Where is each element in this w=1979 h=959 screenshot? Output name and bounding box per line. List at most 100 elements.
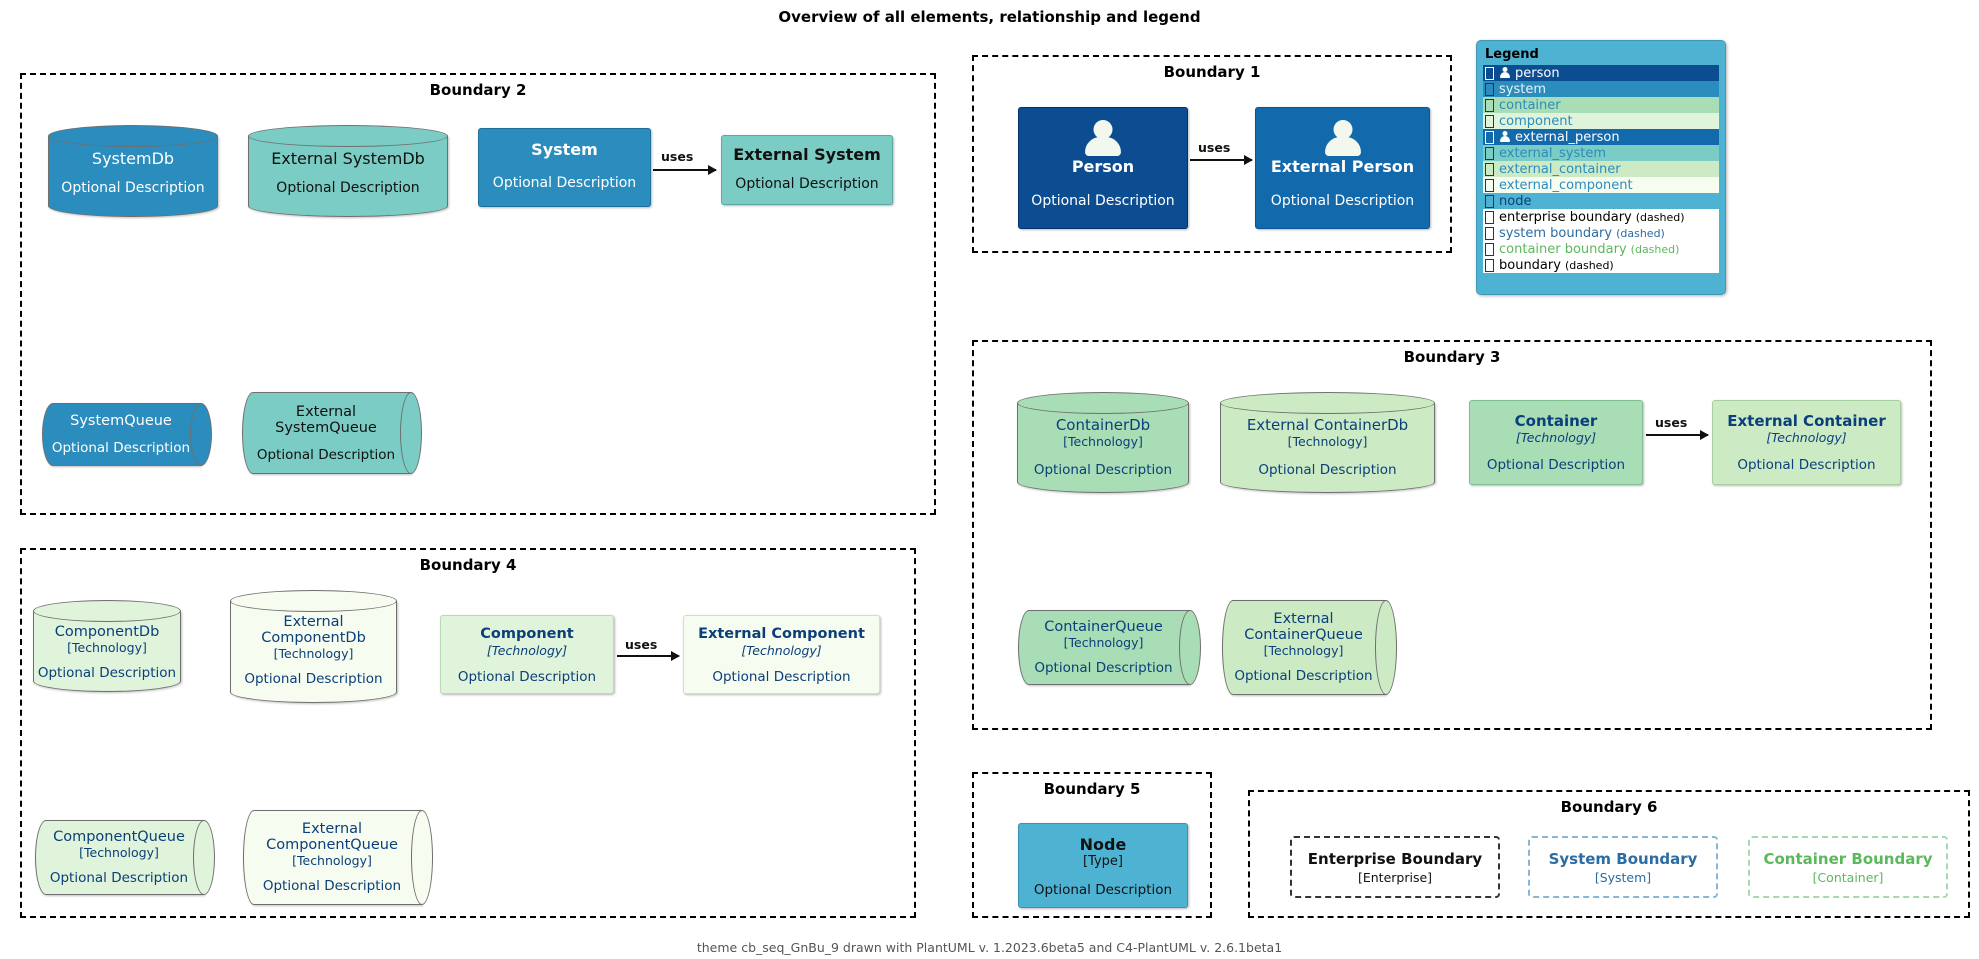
element-description: Optional Description: [37, 665, 177, 681]
element-system[interactable]: System Optional Description: [478, 128, 651, 207]
element-external-component-db[interactable]: External ComponentDb [Technology] Option…: [230, 590, 397, 703]
element-description: Optional Description: [1031, 193, 1175, 210]
person-icon-head: [1333, 120, 1352, 139]
db-body: [33, 611, 181, 692]
element-external-system-queue[interactable]: External SystemQueue Optional Descriptio…: [242, 392, 422, 474]
element-external-component[interactable]: External Component [Technology] Optional…: [683, 615, 880, 694]
element-external-container[interactable]: External Container [Technology] Optional…: [1712, 400, 1901, 485]
queue-body: [243, 810, 422, 905]
square-icon: [1485, 66, 1494, 80]
element-system-db[interactable]: SystemDb Optional Description: [48, 125, 218, 217]
square-icon: [1485, 98, 1494, 112]
queue-cap: [1375, 600, 1397, 695]
element-name: Node: [1079, 835, 1127, 854]
element-name: ContainerQueue: [1044, 619, 1163, 635]
element-name: External Person: [1270, 157, 1415, 176]
legend-sublabel: (dashed): [1616, 226, 1665, 240]
element-container[interactable]: Container [Technology] Optional Descript…: [1469, 400, 1643, 485]
legend-label: external_system: [1499, 145, 1606, 161]
element-name: SystemDb: [91, 149, 175, 168]
nested-boundary-container: Container Boundary [Container]: [1748, 836, 1948, 898]
element-technology: [Technology]: [1063, 635, 1144, 650]
legend-row: container boundary(dashed): [1483, 241, 1719, 257]
element-person[interactable]: Person Optional Description: [1018, 107, 1188, 229]
person-icon-body: [1085, 137, 1121, 156]
square-icon: [1485, 226, 1494, 240]
person-icon: [1320, 120, 1366, 158]
legend-row: external_person: [1483, 129, 1719, 145]
element-description: Optional Description: [457, 668, 597, 685]
element-component-db[interactable]: ComponentDb [Technology] Optional Descri…: [33, 600, 181, 692]
element-technology: [Technology]: [67, 640, 147, 655]
element-node[interactable]: Node [Type] Optional Description: [1018, 823, 1188, 908]
relationship-container-uses: [1646, 430, 1709, 440]
element-external-component-queue[interactable]: External ComponentQueue [Technology] Opt…: [243, 810, 433, 905]
square-icon: [1485, 194, 1494, 208]
element-description: Optional Description: [262, 878, 402, 894]
element-external-system[interactable]: External System Optional Description: [721, 135, 893, 205]
square-icon: [1485, 242, 1494, 256]
legend-row: external_component: [1483, 177, 1719, 193]
element-description: Optional Description: [1486, 457, 1626, 474]
element-external-container-queue[interactable]: External ContainerQueue [Technology] Opt…: [1222, 600, 1397, 695]
element-name: SystemQueue: [70, 413, 172, 429]
square-icon: [1485, 130, 1494, 144]
db-body: [230, 601, 397, 703]
element-component[interactable]: Component [Technology] Optional Descript…: [440, 615, 614, 694]
boundary-1-label: Boundary 1: [1163, 63, 1261, 81]
nested-boundary-type: [Enterprise]: [1357, 869, 1433, 885]
db-cap: [48, 125, 218, 147]
nested-boundary-name: Enterprise Boundary: [1307, 849, 1483, 868]
element-technology: [Technology]: [1287, 434, 1368, 449]
element-description: Optional Description: [735, 176, 879, 193]
legend-row: external_system: [1483, 145, 1719, 161]
boundary-4: Boundary 4: [20, 548, 916, 918]
element-description: Optional Description: [1034, 660, 1173, 676]
element-type: [Type]: [1082, 854, 1123, 870]
square-icon: [1485, 258, 1494, 272]
relationship-label: uses: [625, 637, 658, 652]
queue-body: [1018, 610, 1190, 685]
element-description: Optional Description: [1737, 457, 1876, 474]
legend-label: component: [1499, 113, 1573, 129]
nested-boundary-enterprise: Enterprise Boundary [Enterprise]: [1290, 836, 1500, 898]
square-icon: [1485, 162, 1494, 176]
element-name: External ComponentDb: [261, 614, 366, 646]
element-name: External SystemQueue: [275, 403, 377, 436]
element-description: Optional Description: [492, 175, 637, 192]
db-cap: [230, 590, 397, 612]
legend-row: container: [1483, 97, 1719, 113]
element-description: Optional Description: [1033, 462, 1173, 478]
legend-label: system boundary: [1499, 225, 1613, 241]
element-external-person[interactable]: External Person Optional Description: [1255, 107, 1430, 229]
element-component-queue[interactable]: ComponentQueue [Technology] Optional Des…: [35, 820, 215, 895]
element-technology: [Technology]: [486, 642, 568, 658]
legend-label: external_person: [1515, 129, 1620, 145]
db-text: External SystemDb Optional Description: [248, 149, 448, 196]
legend-sublabel: (dashed): [1564, 258, 1614, 272]
queue-cap: [411, 810, 433, 905]
legend-label: person: [1515, 65, 1560, 81]
element-container-queue[interactable]: ContainerQueue [Technology] Optional Des…: [1018, 610, 1201, 685]
element-name: External ContainerDb: [1246, 416, 1409, 434]
element-name: External System: [733, 145, 881, 164]
element-description: Optional Description: [1270, 193, 1415, 210]
element-external-container-db[interactable]: External ContainerDb [Technology] Option…: [1220, 392, 1435, 493]
element-container-db[interactable]: ContainerDb [Technology] Optional Descri…: [1017, 392, 1189, 493]
queue-cap: [1179, 610, 1201, 685]
element-name: ComponentDb: [54, 624, 160, 640]
db-text: ContainerDb [Technology] Optional Descri…: [1017, 416, 1189, 478]
relationship-person-uses: [1190, 155, 1253, 165]
db-body: [1220, 403, 1435, 493]
element-external-system-db[interactable]: External SystemDb Optional Description: [248, 125, 448, 217]
boundary-6: Boundary 6: [1248, 790, 1970, 918]
queue-body: [242, 392, 411, 474]
relationship-label: uses: [1655, 415, 1688, 430]
element-technology: [Technology]: [79, 845, 159, 860]
person-icon-head: [1093, 120, 1113, 139]
element-system-queue[interactable]: SystemQueue Optional Description: [42, 403, 212, 466]
legend-row: node: [1483, 193, 1719, 209]
boundary-6-label: Boundary 6: [1560, 798, 1658, 816]
